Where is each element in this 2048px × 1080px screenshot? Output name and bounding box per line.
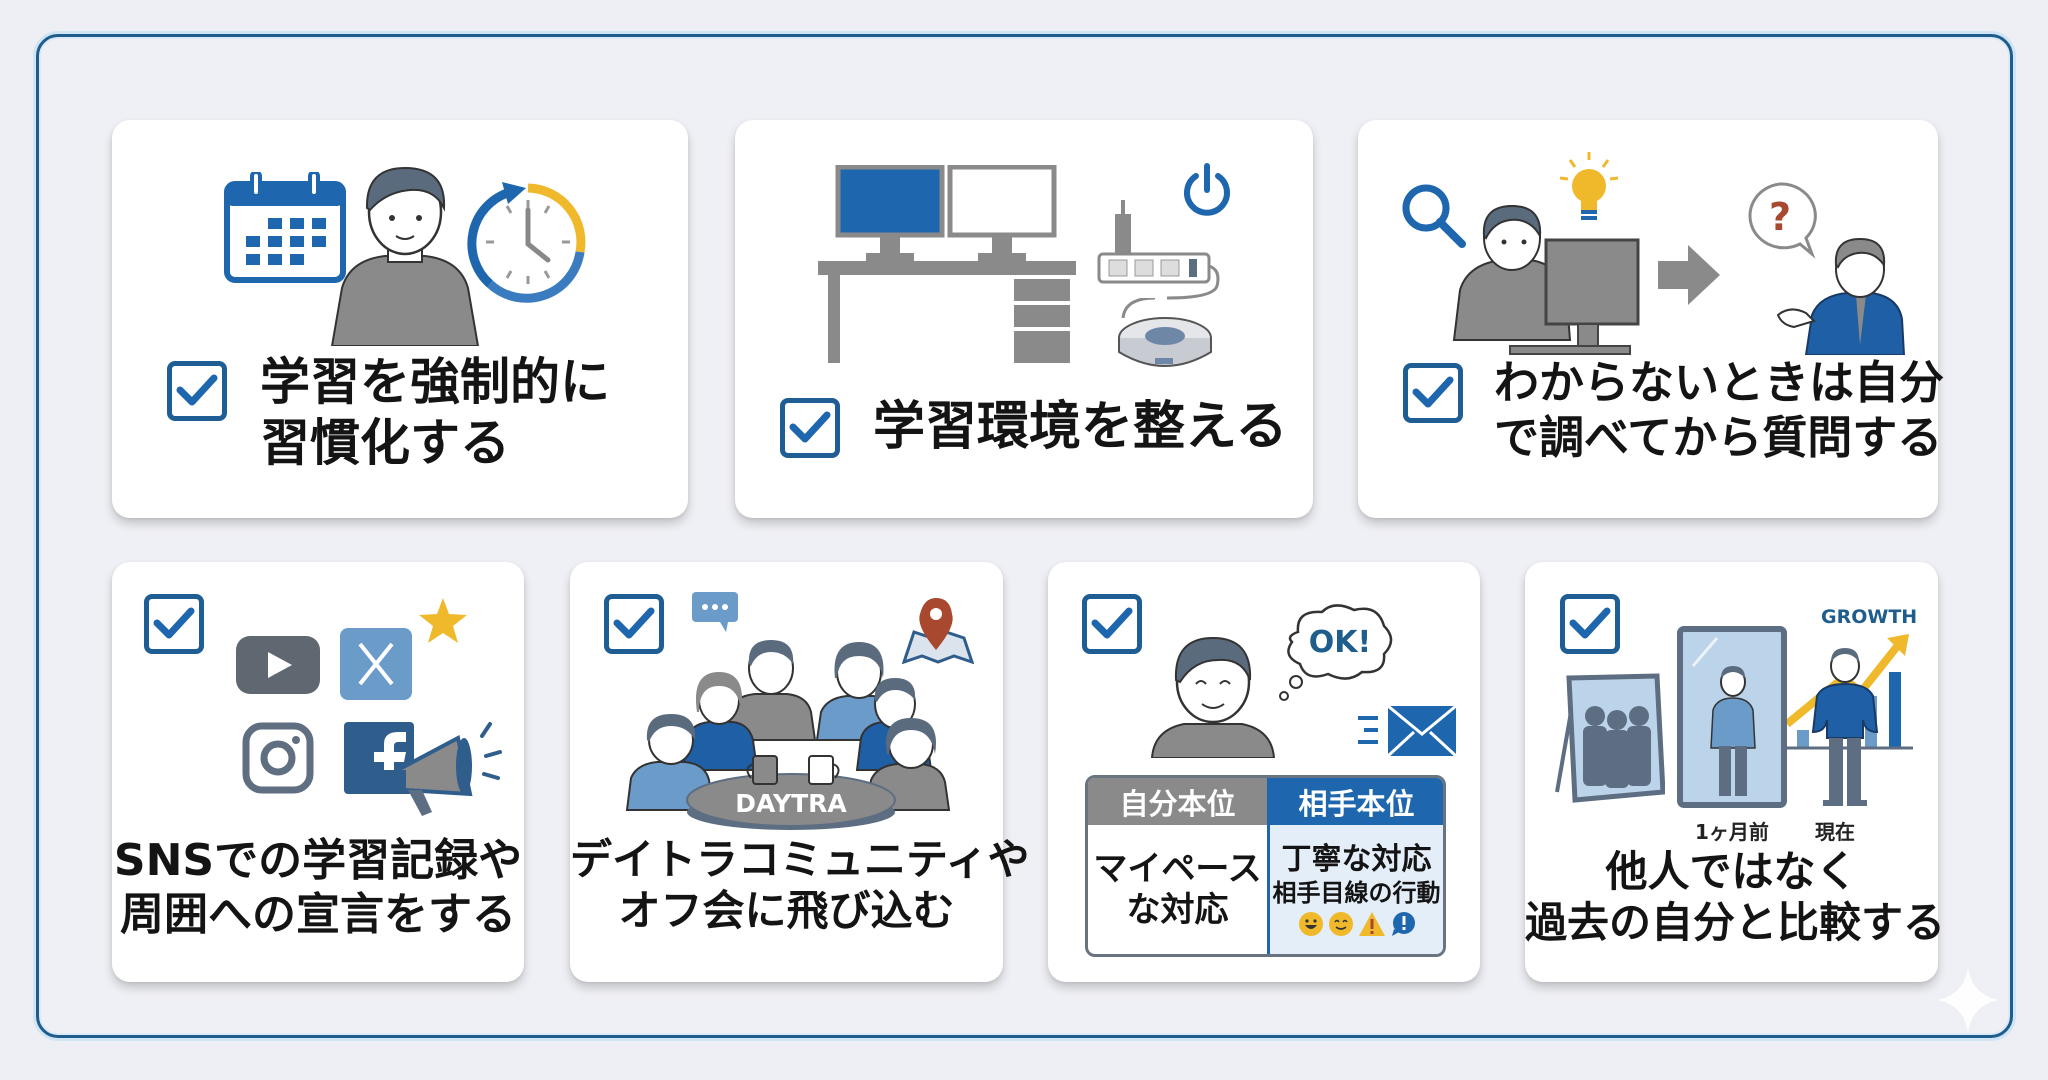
smiling-person-icon	[1150, 636, 1276, 758]
present-self-icon	[1811, 648, 1879, 806]
x-icon	[340, 628, 412, 700]
checkbox-checked[interactable]	[1560, 594, 1620, 654]
checkmark-icon	[176, 374, 218, 406]
arrow-right-icon	[1658, 245, 1720, 305]
self-centered-column: 自分本位 マイペース な対応	[1088, 778, 1267, 954]
svg-text:?: ?	[1769, 195, 1791, 239]
card-label: デイトラコミュニティや オフ会に飛び込む	[570, 835, 1030, 936]
card-attitude: OK! 自分本位 マイペース な対応 相手本位 丁寧な対応 相手目線の行動	[1048, 562, 1480, 982]
table-sign: DAYTRA	[735, 789, 847, 818]
map-pin-icon	[902, 598, 974, 665]
svg-text:OK!: OK!	[1309, 625, 1371, 660]
comparison-table: 自分本位 マイペース な対応 相手本位 丁寧な対応 相手目線の行動	[1085, 775, 1446, 957]
sparkle-icon	[1938, 968, 1998, 1032]
checkmark-icon	[1091, 607, 1133, 639]
checkmark-icon	[1412, 376, 1454, 408]
mail-icon	[1358, 704, 1458, 758]
card-community: DAYTRA デイトラコミュニティや オフ会に飛び込む	[570, 562, 1030, 982]
megaphone-icon	[384, 722, 502, 816]
other-centered-header: 相手本位	[1270, 778, 1443, 825]
checkmark-icon	[613, 607, 655, 639]
robot-vacuum-icon	[1118, 298, 1212, 367]
growth-label: GROWTH	[1821, 606, 1918, 628]
card-label: わからないときは自分 で調べてから質問する	[1494, 356, 1945, 464]
caption-past: 1ヶ月前	[1695, 820, 1769, 844]
person-icon	[330, 166, 480, 346]
checkbox-checked[interactable]	[604, 594, 664, 654]
star-icon	[419, 598, 467, 643]
clock-refresh-icon	[467, 182, 586, 303]
caption-now: 現在	[1815, 820, 1855, 844]
card-habit: 学習を強制的に 習慣化する	[112, 120, 688, 518]
card-label: SNSでの学習記録や 周囲への宣言をする	[113, 835, 523, 940]
thought-bubble-icon: OK!	[1279, 604, 1393, 701]
card-sns: SNSでの学習記録や 周囲への宣言をする	[112, 562, 524, 982]
card-compare-self: GROWTH 1ヶ月前 現在 他人ではなく 過去の自分と比較する	[1525, 562, 1946, 982]
checkbox-checked[interactable]	[144, 594, 204, 654]
checkbox-checked[interactable]	[1403, 363, 1463, 423]
mirror-past-self-icon	[1677, 626, 1787, 808]
checkbox-checked[interactable]	[167, 361, 227, 421]
exclamation-bubble-icon	[1391, 912, 1415, 937]
chat-bubble-icon	[692, 592, 738, 632]
self-centered-header: 自分本位	[1088, 778, 1267, 825]
power-strip-icon	[1097, 200, 1220, 300]
other-centered-body: 丁寧な対応 相手目線の行動	[1270, 825, 1443, 954]
card-label: 学習を強制的に 習慣化する	[260, 353, 610, 472]
checkbox-checked[interactable]	[1082, 594, 1142, 654]
other-centered-column: 相手本位 丁寧な対応 相手目線の行動	[1267, 778, 1443, 954]
person-at-computer-icon	[1452, 204, 1640, 355]
checkbox-checked[interactable]	[780, 398, 840, 458]
card-self-research: ? わからないときは自分 で調べてから質問する	[1358, 120, 1944, 518]
calendar-icon	[224, 172, 346, 283]
warning-icon	[1358, 912, 1385, 937]
self-centered-body: マイペース な対応	[1093, 848, 1262, 930]
checkmark-icon	[789, 411, 831, 443]
checkmark-icon	[1569, 607, 1611, 639]
instagram-icon	[242, 722, 314, 794]
smile-emoji-icon	[1328, 912, 1353, 937]
card-environment: 学習環境を整える	[735, 120, 1313, 518]
group-people-icon: DAYTRA	[625, 640, 951, 830]
card-label: 他人ではなく 過去の自分と比較する	[1525, 847, 1946, 948]
youtube-icon	[236, 636, 320, 694]
mentor-icon	[1776, 237, 1906, 355]
card-label: 学習環境を整える	[873, 397, 1288, 457]
grin-emoji-icon	[1298, 912, 1323, 937]
lightbulb-icon	[1559, 152, 1619, 220]
question-bubble-icon: ?	[1748, 182, 1817, 259]
dual-monitor-desk-icon	[818, 165, 1076, 363]
magnifier-icon	[1402, 184, 1466, 248]
power-icon	[1184, 163, 1230, 216]
reaction-icons	[1298, 911, 1416, 937]
mirror-others-icon	[1555, 673, 1665, 803]
checkmark-icon	[153, 607, 195, 639]
